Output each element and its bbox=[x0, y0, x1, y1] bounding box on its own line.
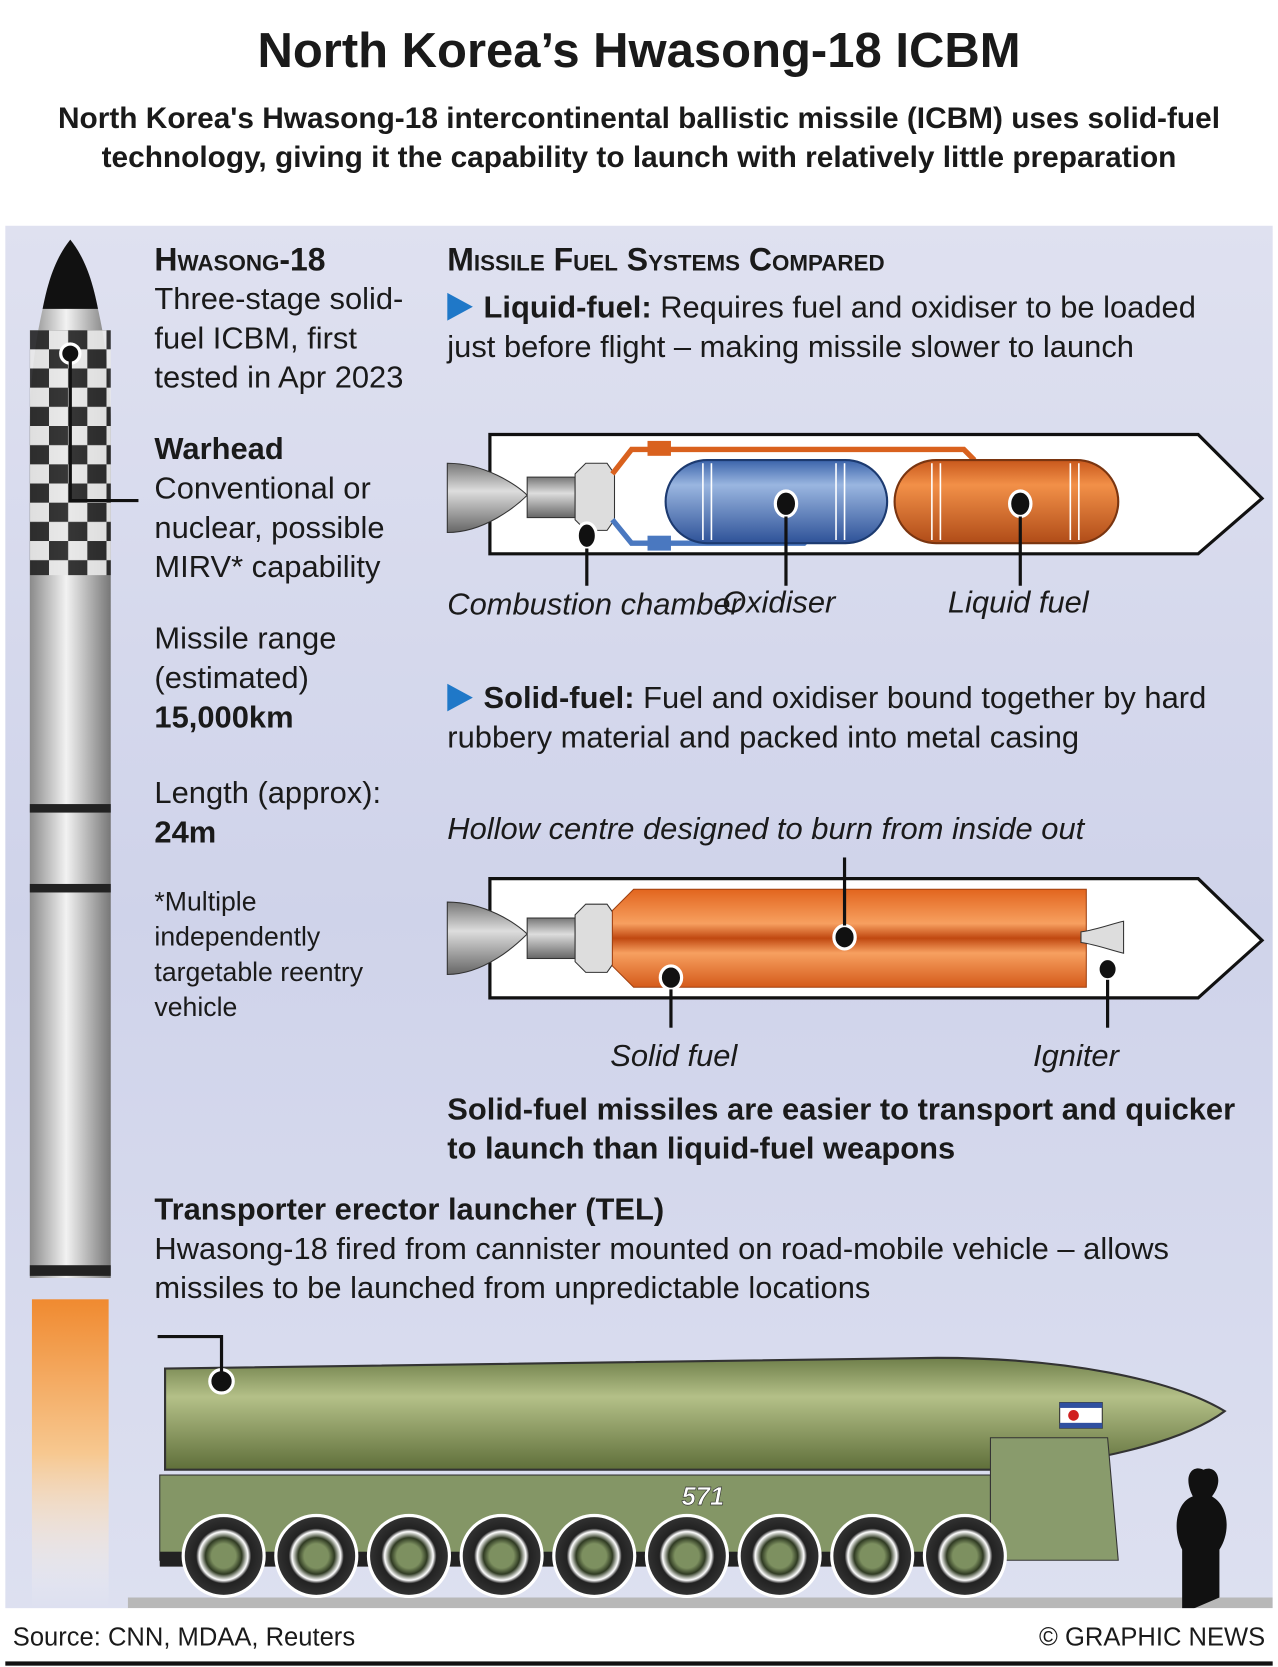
vehicle-cab bbox=[989, 1437, 1119, 1561]
solid-fuel-label: Solid-fuel: bbox=[483, 681, 635, 716]
warhead-description: Conventional or nuclear, possible MIRV* … bbox=[154, 471, 385, 585]
solid-fuel-part-label: Solid fuel bbox=[610, 1039, 738, 1074]
solid-fuel-conclusion: Solid-fuel missiles are easier to transp… bbox=[447, 1092, 1236, 1167]
play-triangle-icon bbox=[447, 683, 473, 712]
missile-name: Hwasong-18 bbox=[154, 242, 326, 278]
vehicle-wheel bbox=[552, 1513, 637, 1599]
liquid-fuel-label: Liquid-fuel: bbox=[483, 290, 652, 325]
missile-specs: Hwasong-18 Three-stage solid-fuel ICBM, … bbox=[154, 241, 431, 1026]
liquid-fuel-part-label: Liquid fuel bbox=[947, 585, 1089, 620]
vehicle-wheel bbox=[459, 1513, 544, 1599]
missile-description: Three-stage solid-fuel ICBM, first teste… bbox=[154, 282, 404, 396]
vehicle-wheel bbox=[366, 1513, 452, 1599]
play-triangle-icon bbox=[447, 292, 473, 321]
solid-fuel-diagram bbox=[446, 857, 1265, 1028]
vehicle-number: 571 bbox=[682, 1483, 725, 1511]
liquid-fuel-diagram bbox=[446, 432, 1265, 586]
igniter-label: Igniter bbox=[1033, 1039, 1119, 1074]
page-title: North Korea’s Hwasong-18 ICBM bbox=[257, 22, 1021, 78]
missile-illustration bbox=[29, 239, 139, 1609]
vehicle-wheel bbox=[922, 1513, 1007, 1599]
oxidiser-label: Oxidiser bbox=[722, 585, 836, 620]
source-credit: Source: CNN, MDAA, Reuters bbox=[12, 1623, 356, 1652]
range-value: 15,000km bbox=[154, 700, 294, 735]
mirv-footnote: *Multiple independently targetable reent… bbox=[154, 887, 364, 1023]
liquid-fuel-description: Requires fuel and oxidiser to be loaded … bbox=[447, 290, 1196, 365]
footer-divider bbox=[5, 1661, 1273, 1666]
length-label: Length (approx): bbox=[154, 776, 382, 811]
vehicle-wheel bbox=[830, 1513, 915, 1599]
copyright: © GRAPHIC NEWS bbox=[1039, 1623, 1266, 1652]
fuel-systems-heading: Missile Fuel Systems Compared bbox=[447, 242, 885, 278]
subtitle: North Korea's Hwasong-18 intercontinenta… bbox=[57, 101, 1221, 174]
vehicle-wheel bbox=[274, 1513, 359, 1599]
length-value: 24m bbox=[154, 815, 217, 850]
tel-heading: Transporter erector launcher (TEL) bbox=[154, 1192, 665, 1227]
tel-vehicle-illustration: 571 bbox=[127, 1334, 1273, 1609]
range-label: Missile range (estimated) bbox=[154, 621, 337, 696]
solid-fuel-description: Fuel and oxidiser bound together by hard… bbox=[447, 681, 1207, 756]
warhead-label: Warhead bbox=[154, 432, 284, 467]
vehicle-wheel bbox=[644, 1513, 729, 1599]
vehicle-wheel bbox=[737, 1513, 822, 1599]
hollow-centre-note: Hollow centre designed to burn from insi… bbox=[447, 812, 1085, 847]
exhaust-flame bbox=[31, 1299, 109, 1609]
combustion-chamber-label: Combustion chamber bbox=[447, 587, 741, 622]
vehicle-wheel bbox=[181, 1513, 266, 1599]
tel-description: Hwasong-18 fired from cannister mounted … bbox=[154, 1232, 1169, 1306]
human-scale-silhouette bbox=[1176, 1468, 1227, 1609]
liquid-fuel-tank bbox=[893, 459, 1120, 545]
